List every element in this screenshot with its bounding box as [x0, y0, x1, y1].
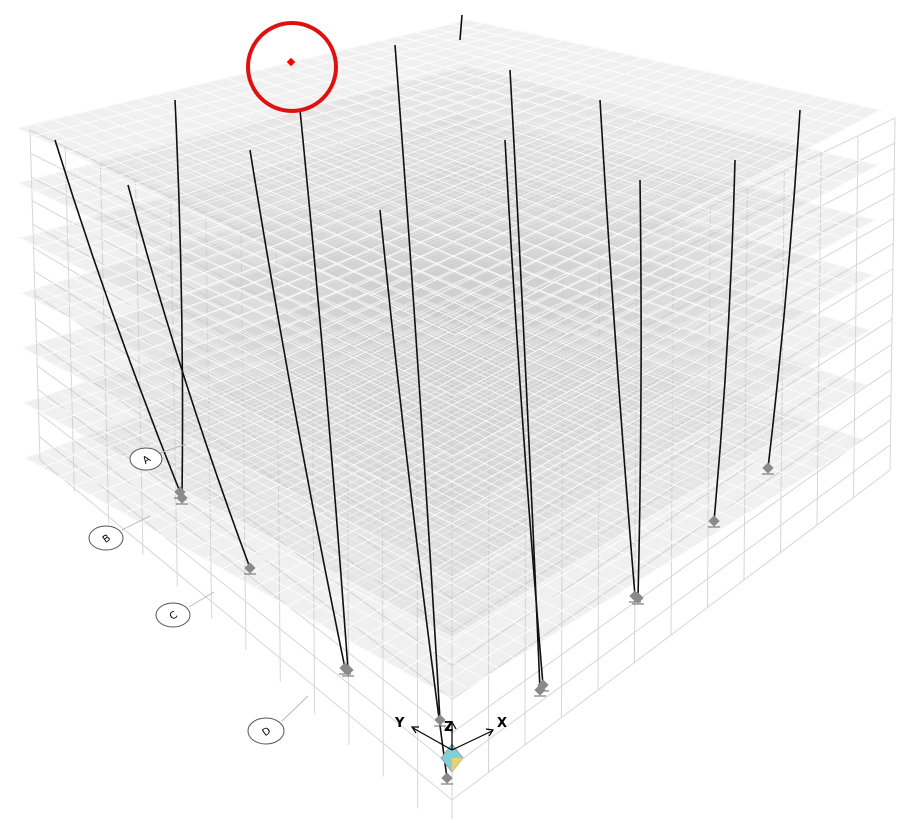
z-axis-label: Z	[444, 720, 453, 735]
origin-triad-icon: Z Y X	[394, 716, 507, 772]
x-axis-label: X	[497, 716, 507, 731]
floor-slabs	[18, 20, 880, 698]
y-axis-label: Y	[394, 716, 405, 731]
x-axis-line	[452, 731, 492, 750]
grid-bubble-4[interactable]: D	[248, 696, 308, 744]
support-square	[441, 772, 452, 783]
fixed-support-icon	[441, 772, 453, 784]
grid-bubble-3[interactable]: C	[156, 592, 214, 627]
grid-bubble-2[interactable]: B	[89, 516, 150, 550]
